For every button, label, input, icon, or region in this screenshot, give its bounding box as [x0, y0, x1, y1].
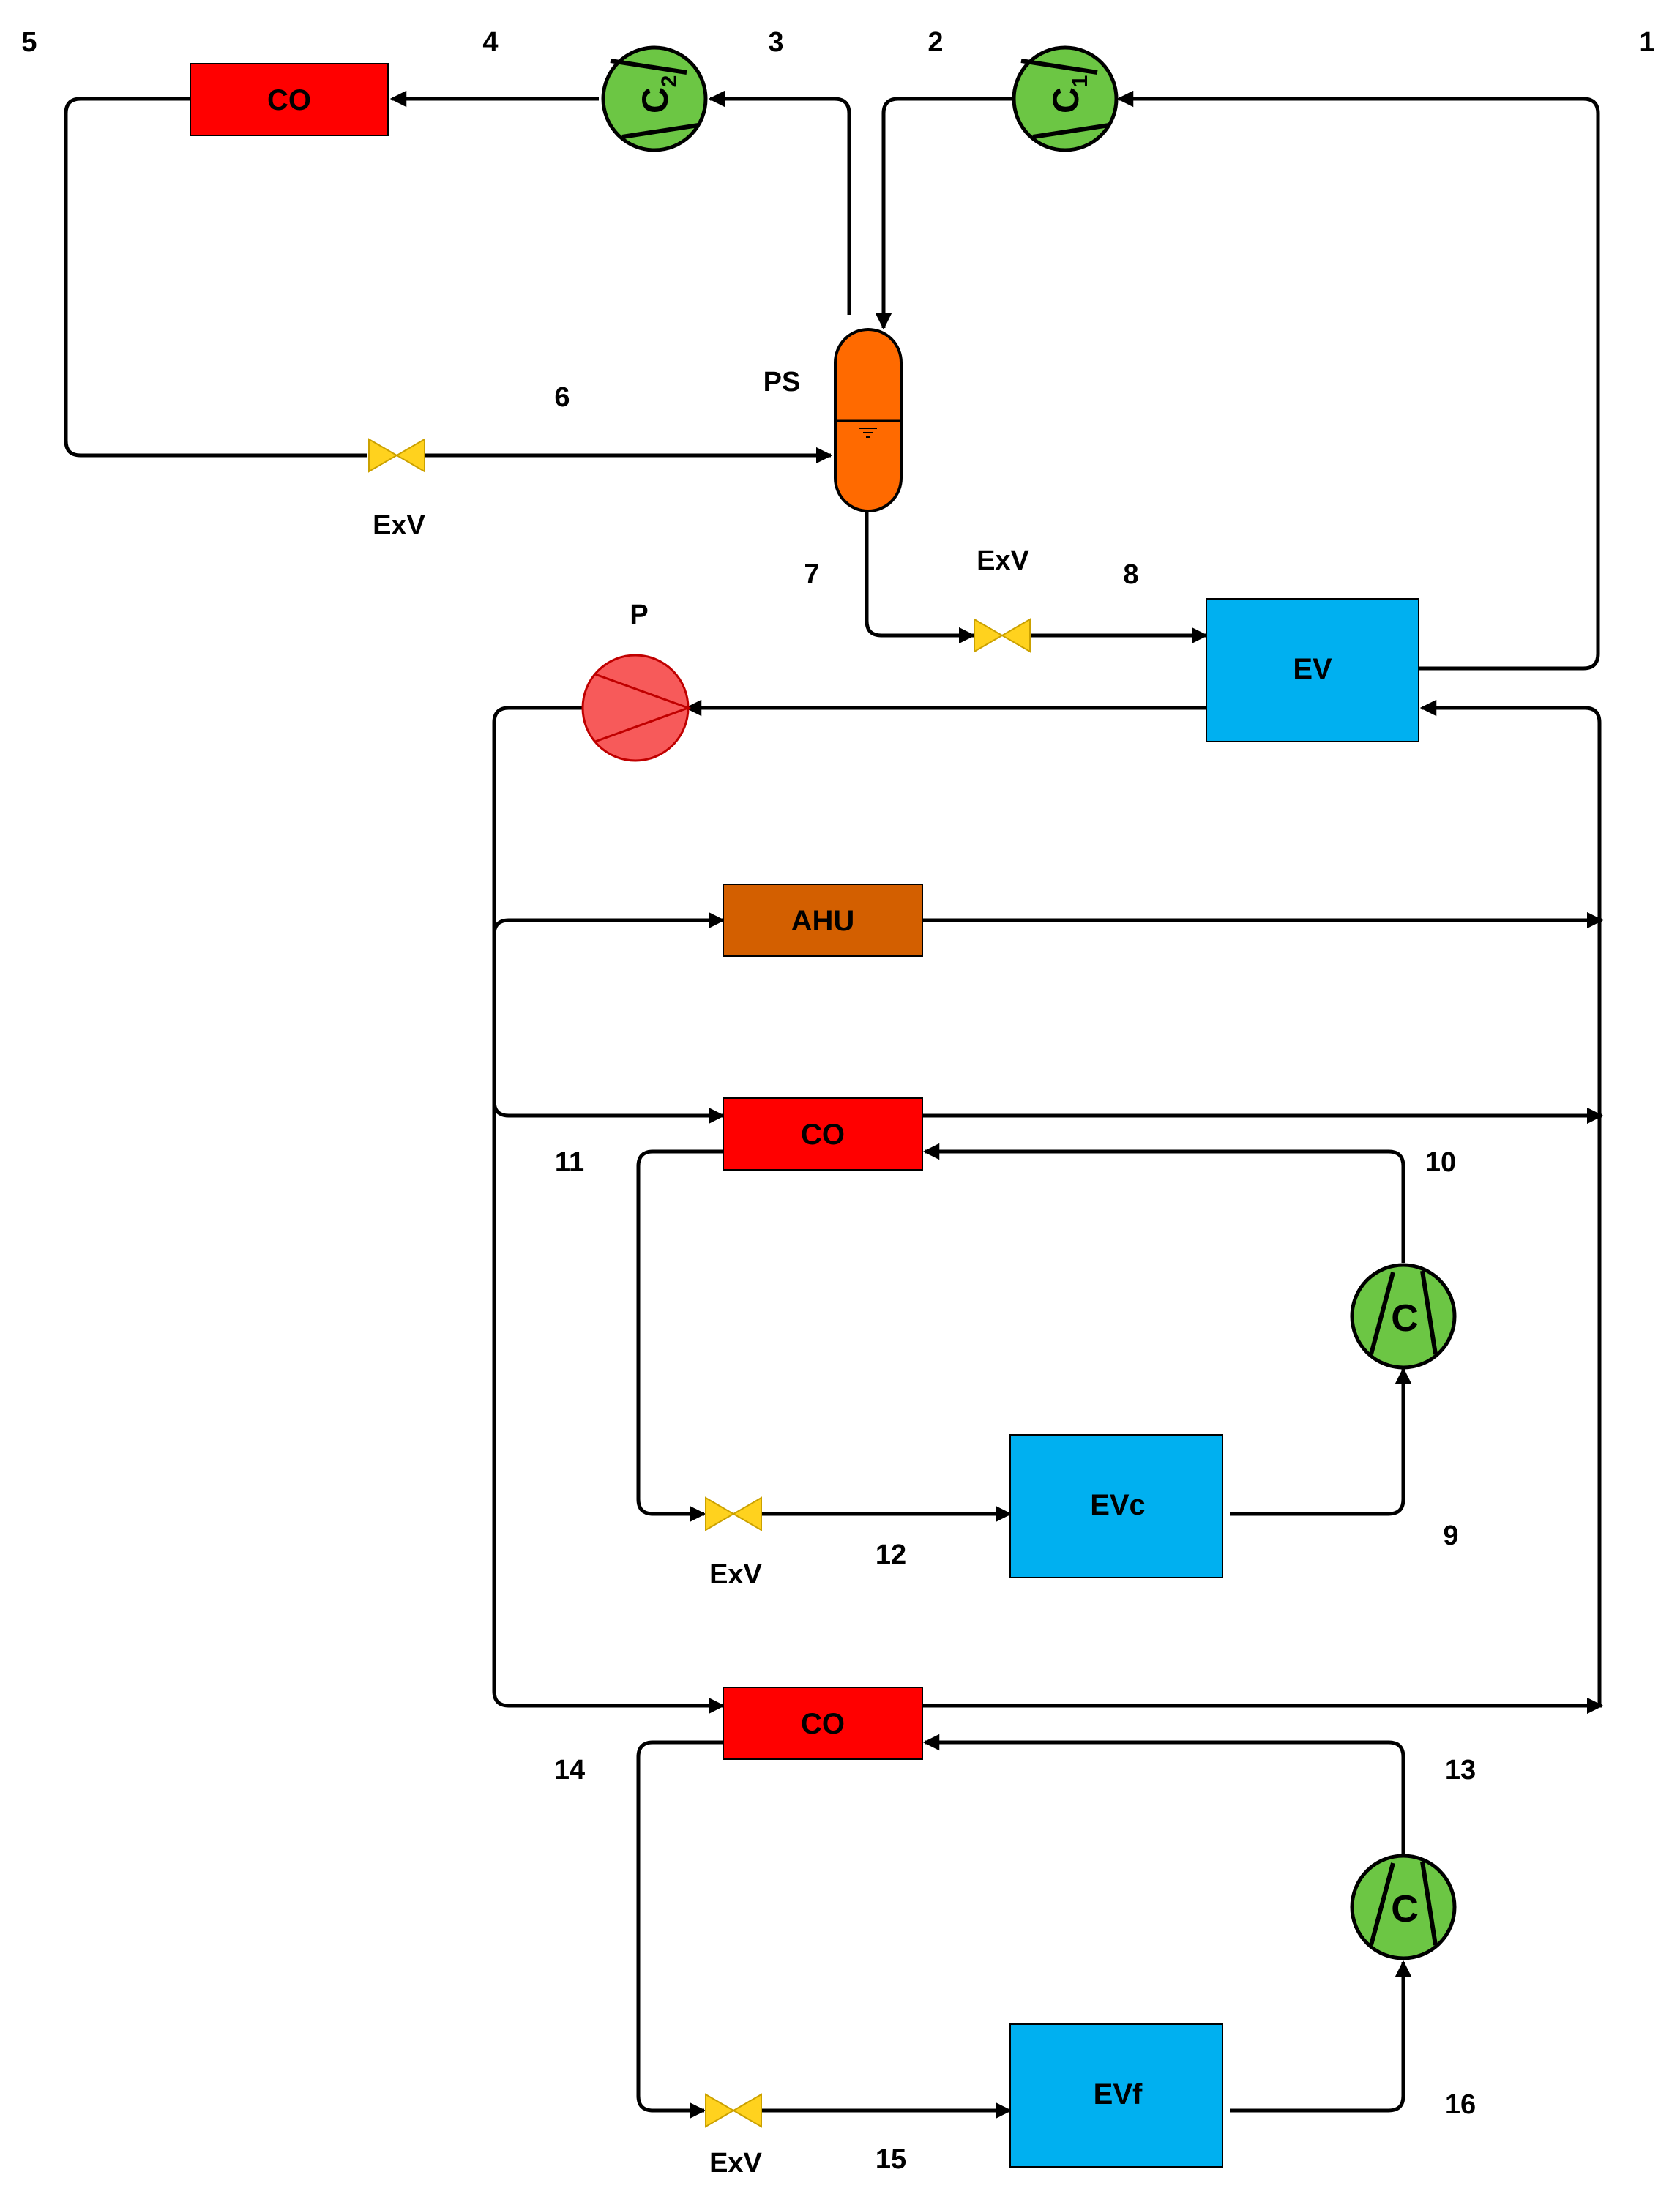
pipe-to-co-mid [492, 1100, 725, 1124]
pipe-ev-to-c1 [1116, 90, 1600, 671]
condenser-bottom-label: CO [801, 1708, 845, 1740]
ahu-box [723, 884, 923, 957]
expansion-valve-lower: ExV [705, 1496, 763, 1590]
pipe-to-ahu [492, 911, 725, 936]
compressor-c1: C 1 [1012, 45, 1119, 152]
pump-label: P [630, 600, 648, 630]
state-point-16: 16 [1445, 2089, 1476, 2120]
expansion-valve-lower-label: ExV [709, 1559, 762, 1590]
pipe-c-to-co-bottom [922, 1734, 1405, 1854]
state-point-11: 11 [555, 1147, 584, 1178]
compressor-bottom-label: C [1391, 1888, 1419, 1930]
condenser-bottom: CO [723, 1687, 923, 1760]
compressor-mid: C [1350, 1263, 1457, 1370]
air-handling-unit: AHU [723, 884, 923, 957]
evaporator-f: EVf [1009, 2023, 1223, 2168]
state-point-3: 3 [768, 27, 783, 58]
compressor-mid-label: C [1391, 1297, 1419, 1340]
pipe-c1-to-ps [875, 97, 1012, 330]
expansion-valve-mid: ExV [974, 545, 1031, 653]
state-point-7: 7 [804, 559, 819, 590]
pipe-evc-to-c [1230, 1367, 1412, 1516]
compressor-c2-letter: C [635, 87, 676, 113]
state-point-9: 9 [1443, 1520, 1458, 1551]
evaporator: EV [1206, 598, 1419, 742]
evaporator-f-label: EVf [1094, 2078, 1143, 2111]
state-point-10: 10 [1425, 1147, 1456, 1178]
state-point-labels: 1 2 3 4 5 6 7 8 9 10 11 12 13 14 15 16 [21, 27, 1654, 2175]
pipe-co-bottom-to-exv [636, 1740, 723, 2119]
state-point-14: 14 [554, 1755, 585, 1786]
condenser-top: CO [190, 63, 389, 136]
compressor-c1-letter: C [1045, 87, 1086, 113]
evaporator-c-label: EVc [1090, 1489, 1146, 1521]
valve-icon [705, 2093, 735, 2128]
phase-separator: PS [764, 328, 903, 512]
state-point-12: 12 [876, 1540, 906, 1570]
phase-separator-label: PS [764, 367, 801, 398]
state-point-1: 1 [1639, 27, 1654, 58]
ahu-label: AHU [791, 905, 855, 937]
valve-icon [705, 1496, 735, 1531]
valve-icon [368, 438, 398, 473]
pump-icon [581, 654, 690, 762]
compressor-c2-subscript: 2 [657, 75, 682, 88]
evaporator-f-box [1009, 2023, 1223, 2168]
pipe-ps-to-exv-mid [865, 511, 976, 644]
condenser-bottom-box [723, 1687, 923, 1760]
condenser-mid-box [723, 1097, 923, 1171]
expansion-valve-bottom: ExV [705, 2093, 763, 2179]
pipe-co-mid-to-exv [636, 1149, 723, 1523]
pipe-evf-to-c [1230, 1960, 1412, 2113]
expansion-valve-top: ExV [368, 438, 426, 541]
pipes [64, 90, 1604, 2119]
condenser-mid: CO [723, 1097, 923, 1171]
compressor-bottom: C [1350, 1854, 1457, 1960]
pipe-pump-to-branches [492, 706, 725, 1714]
compressor-c2: C 2 [601, 45, 708, 152]
evaporator-c: EVc [1009, 1434, 1223, 1578]
pipe-return-to-ev [1419, 699, 1602, 1706]
expansion-valve-top-label: ExV [373, 510, 425, 541]
expansion-valve-mid-label: ExV [977, 545, 1029, 576]
state-point-5: 5 [21, 27, 37, 58]
pump: P [581, 600, 692, 762]
evaporator-label: EV [1293, 653, 1332, 685]
pipe-c-to-co-mid [922, 1143, 1405, 1263]
state-point-2: 2 [927, 27, 943, 58]
condenser-top-box [190, 63, 389, 136]
state-point-8: 8 [1123, 559, 1138, 590]
expansion-valve-bottom-label: ExV [709, 2148, 762, 2179]
compressor-c1-subscript: 1 [1068, 75, 1092, 88]
pipe-ps-to-c2 [708, 90, 851, 315]
valve-icon [974, 618, 1004, 653]
condenser-top-label: CO [267, 84, 311, 116]
condenser-mid-label: CO [801, 1119, 845, 1151]
state-point-4: 4 [482, 27, 498, 58]
state-point-13: 13 [1445, 1755, 1476, 1786]
state-point-6: 6 [554, 382, 570, 413]
evaporator-box [1206, 598, 1419, 742]
pipe-co-to-exv-top [64, 97, 367, 458]
evaporator-c-box [1009, 1434, 1223, 1578]
state-point-15: 15 [876, 2144, 906, 2175]
